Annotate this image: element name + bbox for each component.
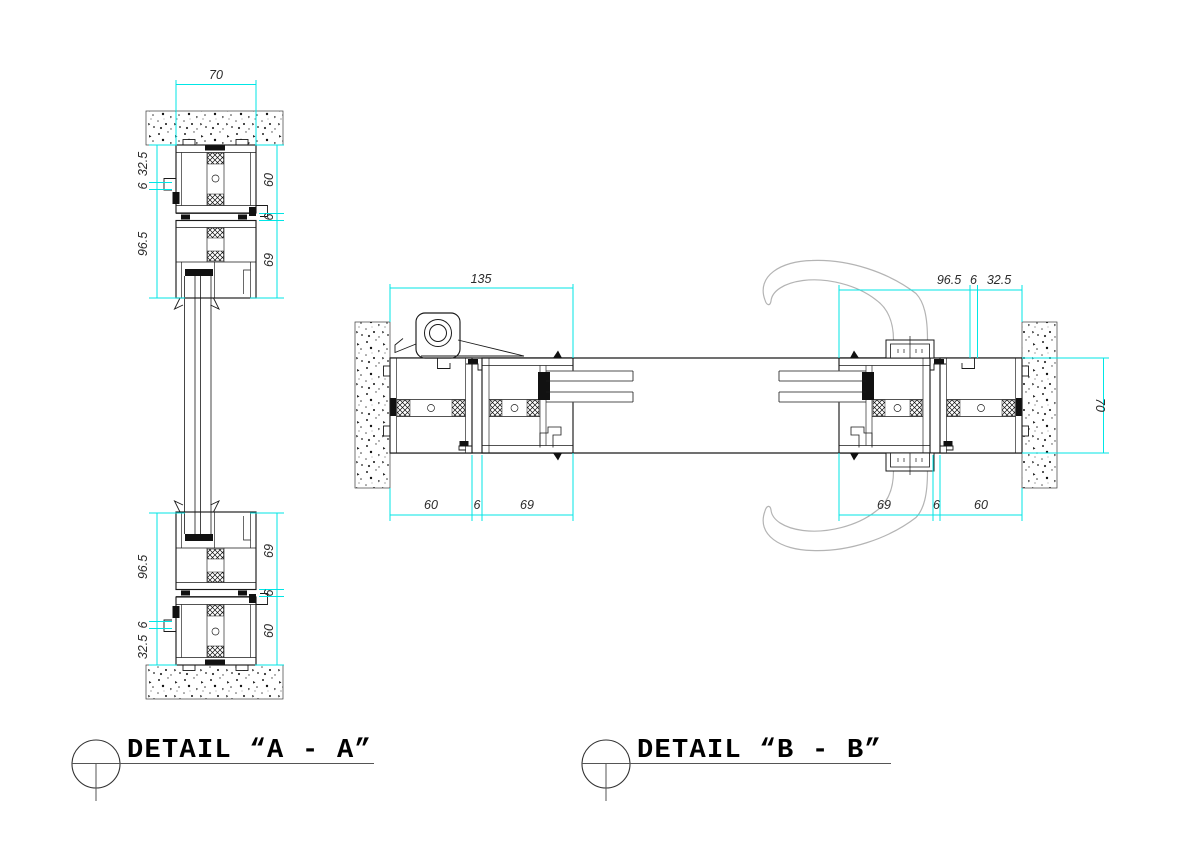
glass-unit (184, 276, 212, 534)
dim-b-bottom-left-3: 69 (520, 498, 534, 512)
dim-b-right-depth: 70 (1093, 398, 1107, 412)
dim-b-top-right-2: 6 (970, 273, 977, 287)
dim-a-left-bottom-3: 32.5 (136, 635, 150, 659)
dim-a-top-width: 70 (209, 68, 223, 82)
detail-b-label: DETAIL “B - B” (637, 736, 882, 766)
handle-rosette (885, 336, 935, 359)
dim-a-right-top-1: 60 (262, 173, 276, 187)
wall-left-block (354, 321, 391, 489)
detail-b-title: DETAIL “B - B” (581, 736, 891, 801)
wall-bottom-block (145, 664, 284, 700)
detail-a-drawing (145, 110, 284, 700)
detail-a-dimensions: 70 32.5 6 96.5 60 6 69 96.5 6 32.5 69 6 … (136, 68, 284, 666)
door-handle (762, 259, 935, 359)
dim-b-bottom-right-1: 69 (877, 498, 891, 512)
dim-b-bottom-right-2: 6 (933, 498, 940, 512)
dim-a-right-bottom-3: 60 (262, 624, 276, 638)
jamb-and-stile-left (383, 350, 634, 461)
detail-a-title: DETAIL “A - A” (71, 736, 374, 801)
detail-a-label: DETAIL “A - A” (127, 736, 372, 766)
wall-top-block (145, 110, 284, 146)
dim-b-top-right-1: 96.5 (937, 273, 961, 287)
frame-assembly-top (163, 139, 268, 310)
dim-a-right-bottom-1: 69 (262, 544, 276, 558)
dim-b-bottom-left-1: 60 (424, 498, 438, 512)
dim-a-left-top-2: 6 (136, 182, 150, 189)
detail-b-drawing (354, 259, 1058, 552)
dim-a-right-top-2: 6 (262, 213, 276, 220)
dim-a-right-bottom-2: 6 (262, 589, 276, 596)
dim-a-left-bottom-2: 6 (136, 621, 150, 628)
dim-b-bottom-right-3: 60 (974, 498, 988, 512)
wall-right-block (1021, 321, 1058, 489)
dim-b-bottom-left-2: 6 (474, 498, 481, 512)
dim-b-top-right-3: 32.5 (987, 273, 1011, 287)
detail-b-dimensions: 135 60 6 69 96.5 6 32.5 70 69 6 60 (389, 272, 1109, 521)
dim-a-left-top-1: 32.5 (136, 152, 150, 176)
hinge (394, 312, 525, 359)
dim-a-left-bottom-1: 96.5 (136, 555, 150, 579)
dim-b-top-left-width: 135 (471, 272, 492, 286)
dim-a-right-top-3: 69 (262, 253, 276, 267)
dim-a-left-top-3: 96.5 (136, 232, 150, 256)
